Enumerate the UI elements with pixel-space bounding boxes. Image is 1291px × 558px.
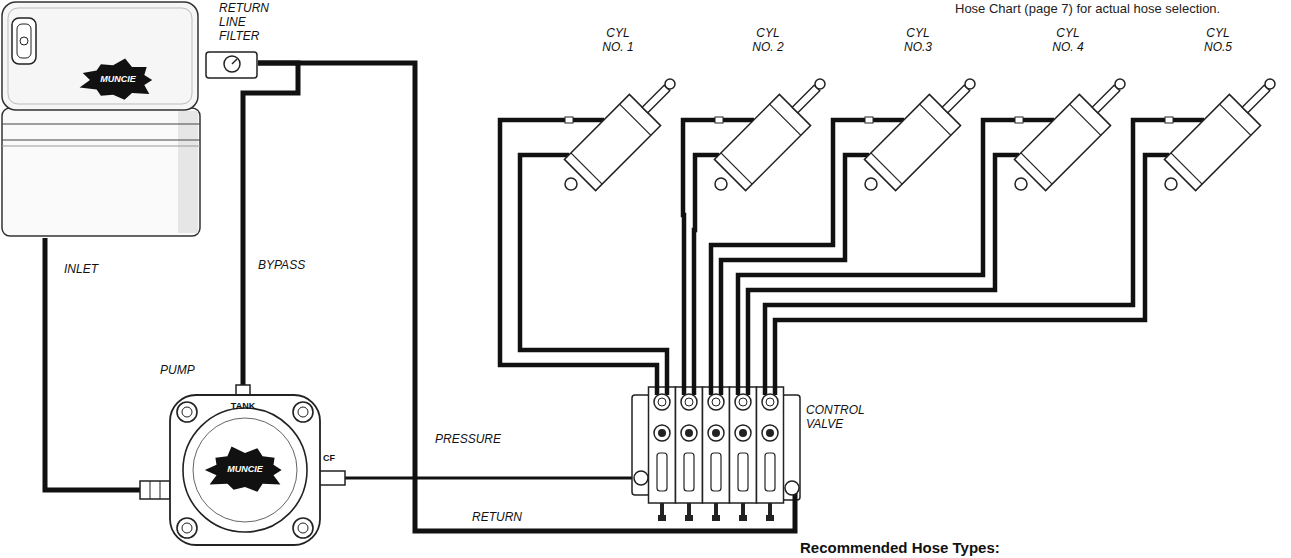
hose-label: INLET bbox=[62, 262, 100, 276]
hose-path bbox=[45, 238, 140, 490]
hose-path bbox=[694, 155, 705, 385]
cylinder-label: CYL NO. 1 bbox=[595, 26, 641, 54]
hydraulic-cylinder-drawing bbox=[705, 60, 825, 200]
control-valve: CONTROL VALVE bbox=[632, 385, 800, 505]
hydraulic-hose bbox=[683, 120, 705, 385]
hydraulic-hose bbox=[258, 63, 795, 531]
hydraulic-hose bbox=[765, 120, 1155, 385]
hydraulic-cylinder: CYL NO.3 bbox=[855, 60, 975, 200]
hydraulic-cylinder: CYL NO.5 bbox=[1155, 60, 1275, 200]
hose-path bbox=[258, 63, 795, 531]
hose-path bbox=[683, 120, 705, 385]
page-note: Hose Chart (page 7) for actual hose sele… bbox=[955, 1, 1220, 16]
cylinder-label: CYL NO. 2 bbox=[745, 26, 791, 54]
brand-logo: MUNCIE bbox=[215, 464, 275, 475]
part-label: CONTROL VALVE bbox=[806, 403, 870, 431]
pump: PUMPTANKMUNCIECF bbox=[140, 385, 345, 555]
part-label: PUMP bbox=[160, 363, 195, 377]
hose-label: BYPASS bbox=[256, 258, 307, 272]
hydraulic-cylinder-drawing bbox=[855, 60, 975, 200]
port-label: TANK bbox=[223, 401, 263, 412]
hydraulic-hose bbox=[721, 155, 855, 385]
oil-tank-drawing bbox=[0, 0, 205, 238]
hydraulic-hose bbox=[775, 155, 1155, 385]
hydraulic-cylinder-drawing bbox=[555, 60, 675, 200]
hydraulic-cylinder: CYL NO. 1 bbox=[555, 60, 675, 200]
brand-logo: MUNCIE bbox=[88, 74, 148, 85]
cylinder-label: CYL NO. 4 bbox=[1045, 26, 1091, 54]
hose-path bbox=[345, 477, 632, 480]
hydraulic-hose bbox=[500, 120, 657, 385]
hydraulic-hose bbox=[345, 478, 632, 479]
cylinder-label: CYL NO.5 bbox=[1195, 26, 1241, 54]
part-label: RETURN LINE FILTER bbox=[219, 1, 275, 43]
hose-path bbox=[500, 120, 657, 385]
hose-path bbox=[748, 155, 1005, 385]
port-label: CF bbox=[323, 453, 335, 464]
hydraulic-hose bbox=[45, 238, 140, 490]
hose-path bbox=[243, 63, 298, 385]
hydraulic-cylinder-drawing bbox=[1155, 60, 1275, 200]
hydraulic-hose bbox=[694, 155, 705, 385]
hydraulic-hose bbox=[243, 63, 298, 385]
hose-label: PRESSURE bbox=[433, 432, 503, 446]
return-line-filter-drawing bbox=[205, 48, 258, 80]
hose-path bbox=[775, 155, 1155, 385]
return-line-filter: RETURN LINE FILTER bbox=[205, 48, 258, 80]
hydraulic-cylinder-drawing bbox=[1005, 60, 1125, 200]
hose-path bbox=[765, 120, 1155, 385]
section-heading: Recommended Hose Types: bbox=[800, 539, 1000, 556]
hydraulic-cylinder: CYL NO. 4 bbox=[1005, 60, 1125, 200]
hose-label: RETURN bbox=[470, 510, 524, 524]
hydraulic-hose bbox=[748, 155, 1005, 385]
hydraulic-cylinder: CYL NO. 2 bbox=[705, 60, 825, 200]
hose-path bbox=[721, 155, 855, 385]
oil-tank: MUNCIE bbox=[0, 0, 205, 238]
control-valve-drawing bbox=[632, 385, 800, 505]
cylinder-label: CYL NO.3 bbox=[895, 26, 941, 54]
